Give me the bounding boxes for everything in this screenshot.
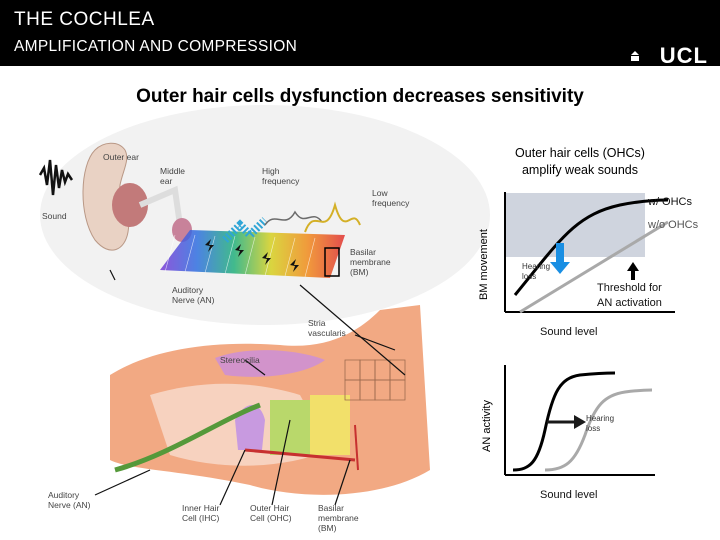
hearing-loss-arrow-icon xyxy=(550,243,570,274)
label-low-frequency: Low frequency xyxy=(372,188,410,208)
an-curve-with-ohcs xyxy=(512,371,616,472)
sound-wave-icon xyxy=(38,159,74,196)
ohc-caption: Outer hair cells (OHCs) amplify weak sou… xyxy=(495,145,665,179)
label-middle-ear: Middle ear xyxy=(160,166,186,186)
legend-without-ohcs: w/o OHCs xyxy=(648,219,699,231)
slide-title: Outer hair cells dysfunction decreases s… xyxy=(136,86,584,107)
label-basilar-membrane: Basilar membrane (BM) xyxy=(350,247,391,277)
header-bar: THE COCHLEA AMPLIFICATION AND COMPRESSIO… xyxy=(0,0,720,68)
bm-curve-with-ohcs xyxy=(513,198,669,296)
label-inner-hair-cell: Inner Hair Cell (IHC) xyxy=(182,503,220,523)
bm-xlabel: Sound level xyxy=(540,326,598,338)
bm-curve-without-ohcs xyxy=(519,220,669,314)
an-ylabel: AN activity xyxy=(481,400,493,452)
label-sound: Sound xyxy=(42,211,67,221)
label-outer-hair-cell: Outer Hair Cell (OHC) xyxy=(250,503,292,523)
label-auditory-nerve-bottom: Auditory Nerve (AN) xyxy=(48,490,91,510)
label-high-frequency: High frequency xyxy=(262,166,300,186)
threshold-label-line1: Threshold for xyxy=(597,282,662,294)
header-title: THE COCHLEA xyxy=(14,9,155,30)
legend-with-ohcs: w/ OHCs xyxy=(648,196,692,208)
ucl-logo: UCL xyxy=(659,43,708,68)
label-outer-ear: Outer ear xyxy=(103,152,139,162)
label-stereocilia: Stereocilia xyxy=(220,355,260,365)
label-auditory-nerve-top: Auditory Nerve (AN) xyxy=(172,285,215,305)
an-xlabel: Sound level xyxy=(540,489,598,501)
an-hearing-loss-label: Hearing loss xyxy=(586,414,615,433)
threshold-arrow-icon xyxy=(627,262,639,280)
threshold-label-line2: AN activation xyxy=(597,297,662,309)
label-stria-vascularis: Stria vascularis xyxy=(308,318,346,338)
header-subtitle: AMPLIFICATION AND COMPRESSION xyxy=(14,38,298,55)
ohc-caption-line2: amplify weak sounds xyxy=(521,163,639,177)
bm-hearing-loss-label: Hearing loss xyxy=(522,262,551,281)
an-hearing-loss-arrow-icon xyxy=(547,415,586,429)
label-basilar-membrane-bottom: Basilar membrane (BM) xyxy=(318,503,359,533)
threshold-label: Threshold for AN activation xyxy=(597,281,677,311)
ohc-caption-line1: Outer hair cells (OHCs) xyxy=(515,146,645,160)
an-curve-without-ohcs xyxy=(544,388,653,472)
ucl-portico-icon xyxy=(631,51,639,61)
